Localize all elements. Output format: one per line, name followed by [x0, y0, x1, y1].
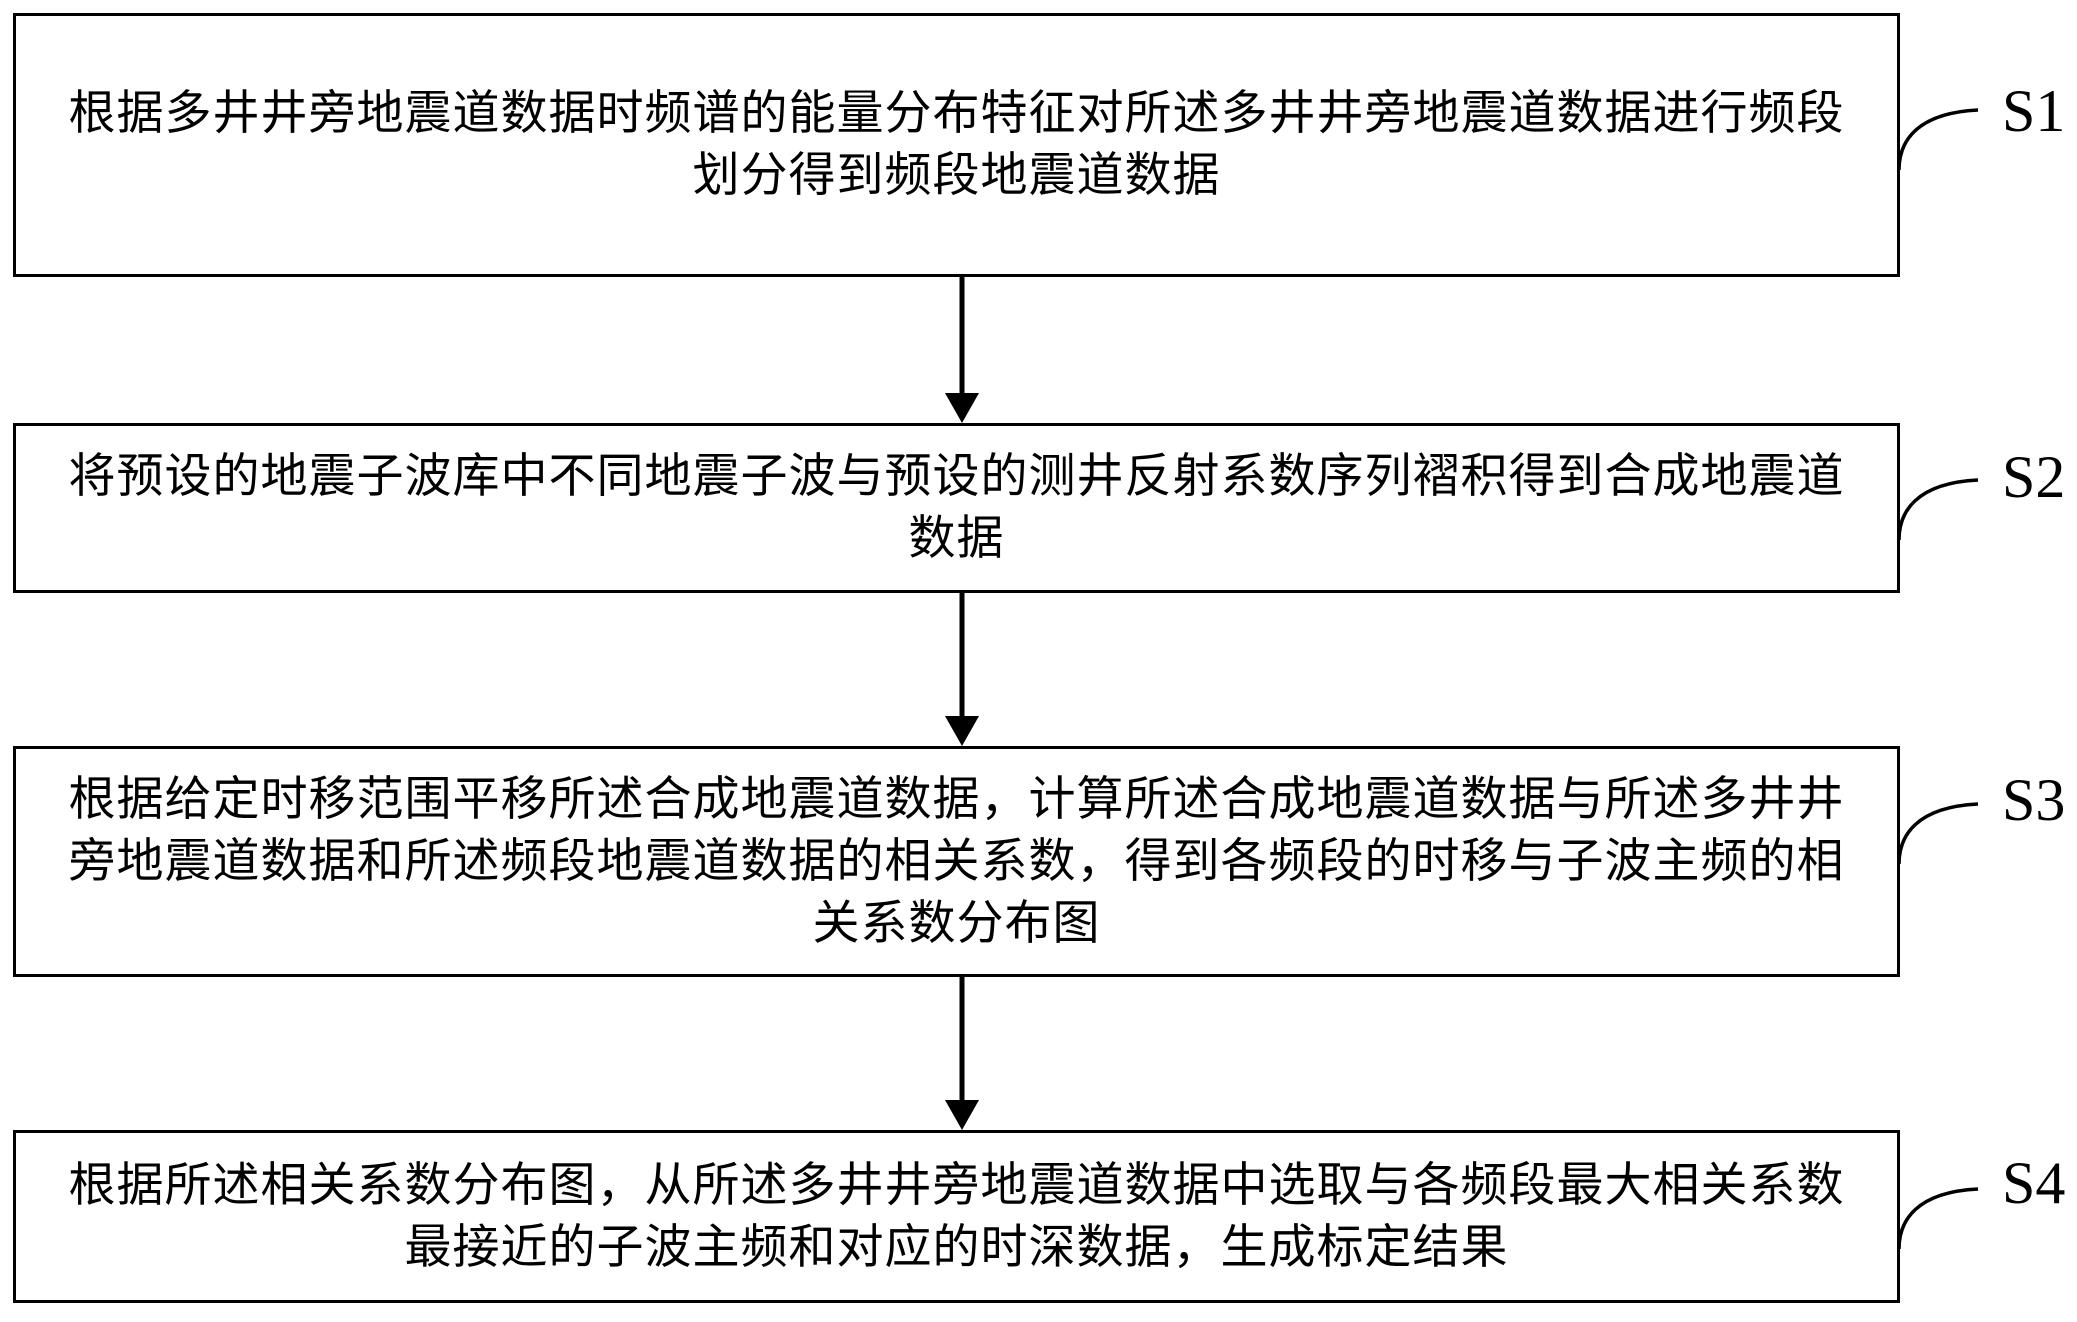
step-label-s4: S4	[2002, 1150, 2066, 1216]
arrow-shaft	[959, 977, 965, 1102]
down-arrow-icon	[945, 593, 979, 746]
step-label-s3: S3	[2002, 767, 2066, 833]
step-box-s3: 根据给定时移范围平移所述合成地震道数据，计算所述合成地震道数据与所述多井井 旁地…	[13, 746, 1900, 977]
leader-curve-s3	[1897, 802, 1979, 865]
leader-curve-s1	[1897, 108, 1979, 171]
arrow-shaft	[959, 593, 965, 718]
step-text-line: 最接近的子波主频和对应的时深数据，生成标定结果	[404, 1221, 1509, 1274]
arrow-head	[945, 716, 979, 746]
step-text-line: 关系数分布图	[812, 897, 1101, 950]
step-text-line: 旁地震道数据和所述频段地震道数据的相关系数，得到各频段的时移与子波主频的相	[68, 835, 1845, 888]
step-box-s1: 根据多井井旁地震道数据时频谱的能量分布特征对所述多井井旁地震道数据进行频段 划分…	[13, 13, 1900, 277]
step-text-line: 将预设的地震子波库中不同地震子波与预设的测井反射系数序列褶积得到合成地震道	[68, 451, 1845, 503]
step-text-line: 根据给定时移范围平移所述合成地震道数据，计算所述合成地震道数据与所述多井井	[68, 773, 1845, 826]
leader-curve-s4	[1897, 1187, 1979, 1250]
step-box-s4: 根据所述相关系数分布图，从所述多井井旁地震道数据中选取与各频段最大相关系数 最接…	[13, 1130, 1900, 1303]
step-text-line: 根据所述相关系数分布图，从所述多井井旁地震道数据中选取与各频段最大相关系数	[68, 1159, 1845, 1212]
arrow-shaft	[959, 277, 965, 395]
down-arrow-icon	[945, 977, 979, 1130]
step-text-line: 划分得到频段地震道数据	[692, 150, 1221, 202]
step-label-s1: S1	[2002, 78, 2066, 144]
arrow-head	[945, 1100, 979, 1130]
step-text-line: 数据	[908, 513, 1005, 565]
leader-curve-s2	[1897, 478, 1979, 541]
step-box-s2: 将预设的地震子波库中不同地震子波与预设的测井反射系数序列褶积得到合成地震道 数据	[13, 423, 1900, 593]
step-label-s2: S2	[2002, 444, 2066, 510]
arrow-head	[945, 393, 979, 423]
step-text-line: 根据多井井旁地震道数据时频谱的能量分布特征对所述多井井旁地震道数据进行频段	[68, 88, 1845, 140]
down-arrow-icon	[945, 277, 979, 423]
